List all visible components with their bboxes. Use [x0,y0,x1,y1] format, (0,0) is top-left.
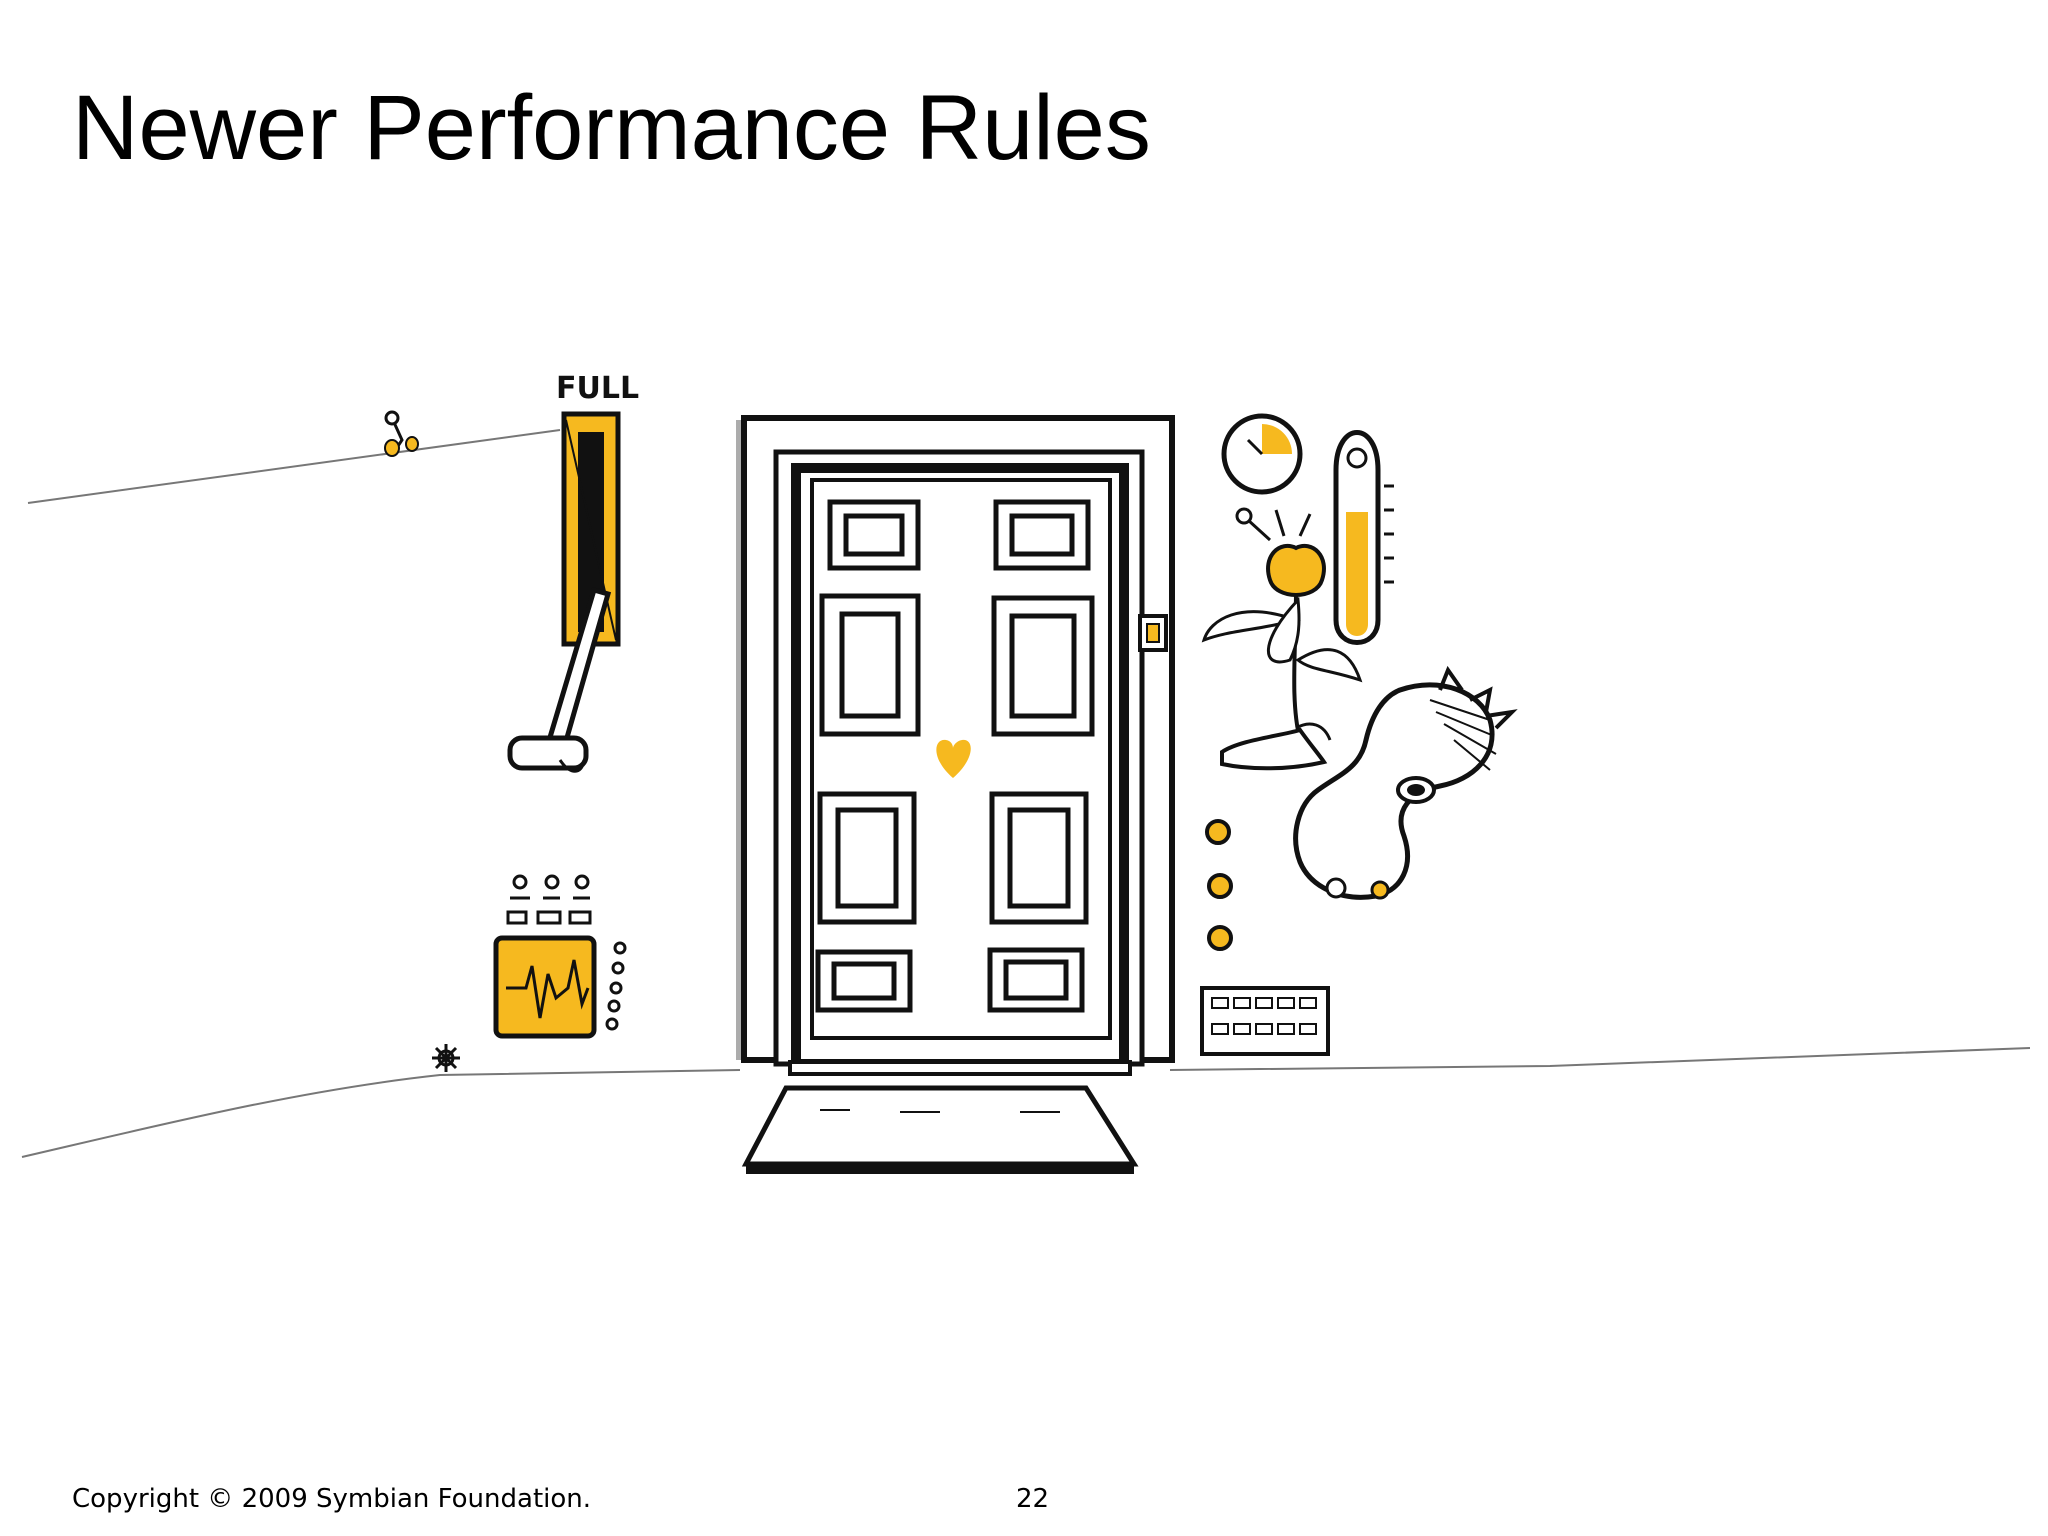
light-switch [1138,614,1168,652]
heart-monitor-panel [493,874,627,1039]
page-number: 22 [1016,1484,1050,1514]
thermometer-icon [1333,430,1394,645]
shoe-icon [1220,722,1332,771]
slide-title: Newer Performance Rules [72,77,1151,179]
door-panels [815,499,1095,1013]
door [736,415,1175,1076]
keypad-panel [1200,986,1330,1056]
clock-icon [1221,413,1303,495]
full-gauge: FULL [556,371,639,647]
splat-icon [432,1044,460,1072]
flower-icon [1201,507,1363,741]
gauge-label: FULL [556,371,639,406]
lever-handle [507,586,612,773]
door-mat [741,1085,1139,1174]
wall-buttons [1205,819,1233,951]
heart-icon [936,739,971,778]
dragon-creature-icon [1293,665,1518,900]
copyright-text: Copyright © 2009 Symbian Foundation. [72,1484,592,1514]
tiny-creature-icon [384,410,419,457]
wall-lines [21,429,2031,1158]
